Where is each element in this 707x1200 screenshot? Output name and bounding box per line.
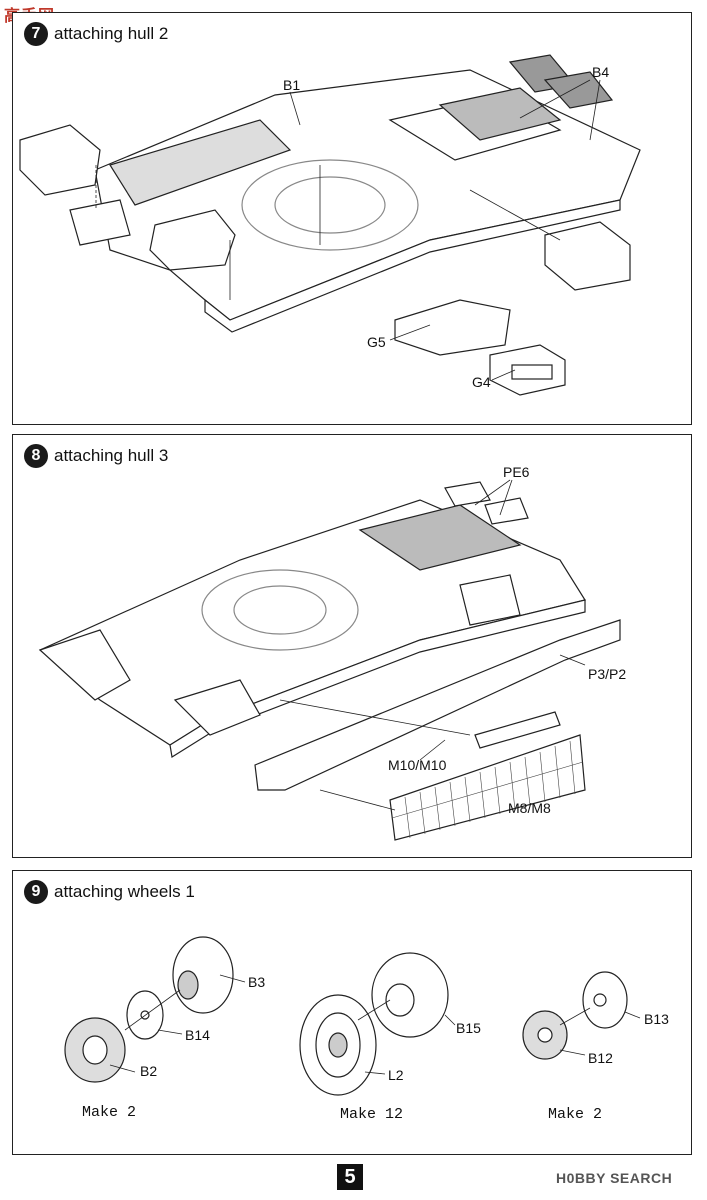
label-g5: G5	[367, 334, 386, 350]
label-b1: B1	[283, 77, 301, 93]
step-8-title: attaching hull 3	[54, 446, 169, 465]
label-m8: M8/M8	[508, 800, 551, 816]
page-number: 5	[337, 1164, 363, 1190]
make-count-sprocket: Make 2	[82, 1104, 137, 1121]
step-8-hull-drawing	[38, 479, 621, 841]
make-count-idler: Make 2	[548, 1106, 603, 1123]
label-b2: B2	[140, 1063, 158, 1079]
step-7-title: attaching hull 2	[54, 24, 169, 43]
label-g4: G4	[472, 374, 491, 390]
step-9-title: attaching wheels 1	[54, 882, 195, 901]
make-count-roadwheel: Make 12	[340, 1106, 404, 1123]
label-p3-p2: P3/P2	[588, 666, 627, 682]
step-9-number: 9	[24, 880, 48, 904]
label-b13: B13	[644, 1011, 669, 1027]
label-l2: L2	[388, 1067, 404, 1083]
label-m10: M10/M10	[388, 757, 447, 773]
label-b12: B12	[588, 1050, 613, 1066]
label-b3: B3	[248, 974, 266, 990]
step-9-wheels-drawing	[64, 936, 641, 1096]
label-b15: B15	[456, 1020, 481, 1036]
step-7-number: 7	[24, 22, 48, 46]
step-7-hull-drawing	[19, 54, 641, 396]
hobby-search-watermark: H0BBY SEARCH	[556, 1170, 673, 1186]
step-8-number: 8	[24, 444, 48, 468]
label-b4: B4	[592, 64, 610, 80]
label-b14: B14	[185, 1027, 210, 1043]
label-pe6: PE6	[503, 464, 530, 480]
